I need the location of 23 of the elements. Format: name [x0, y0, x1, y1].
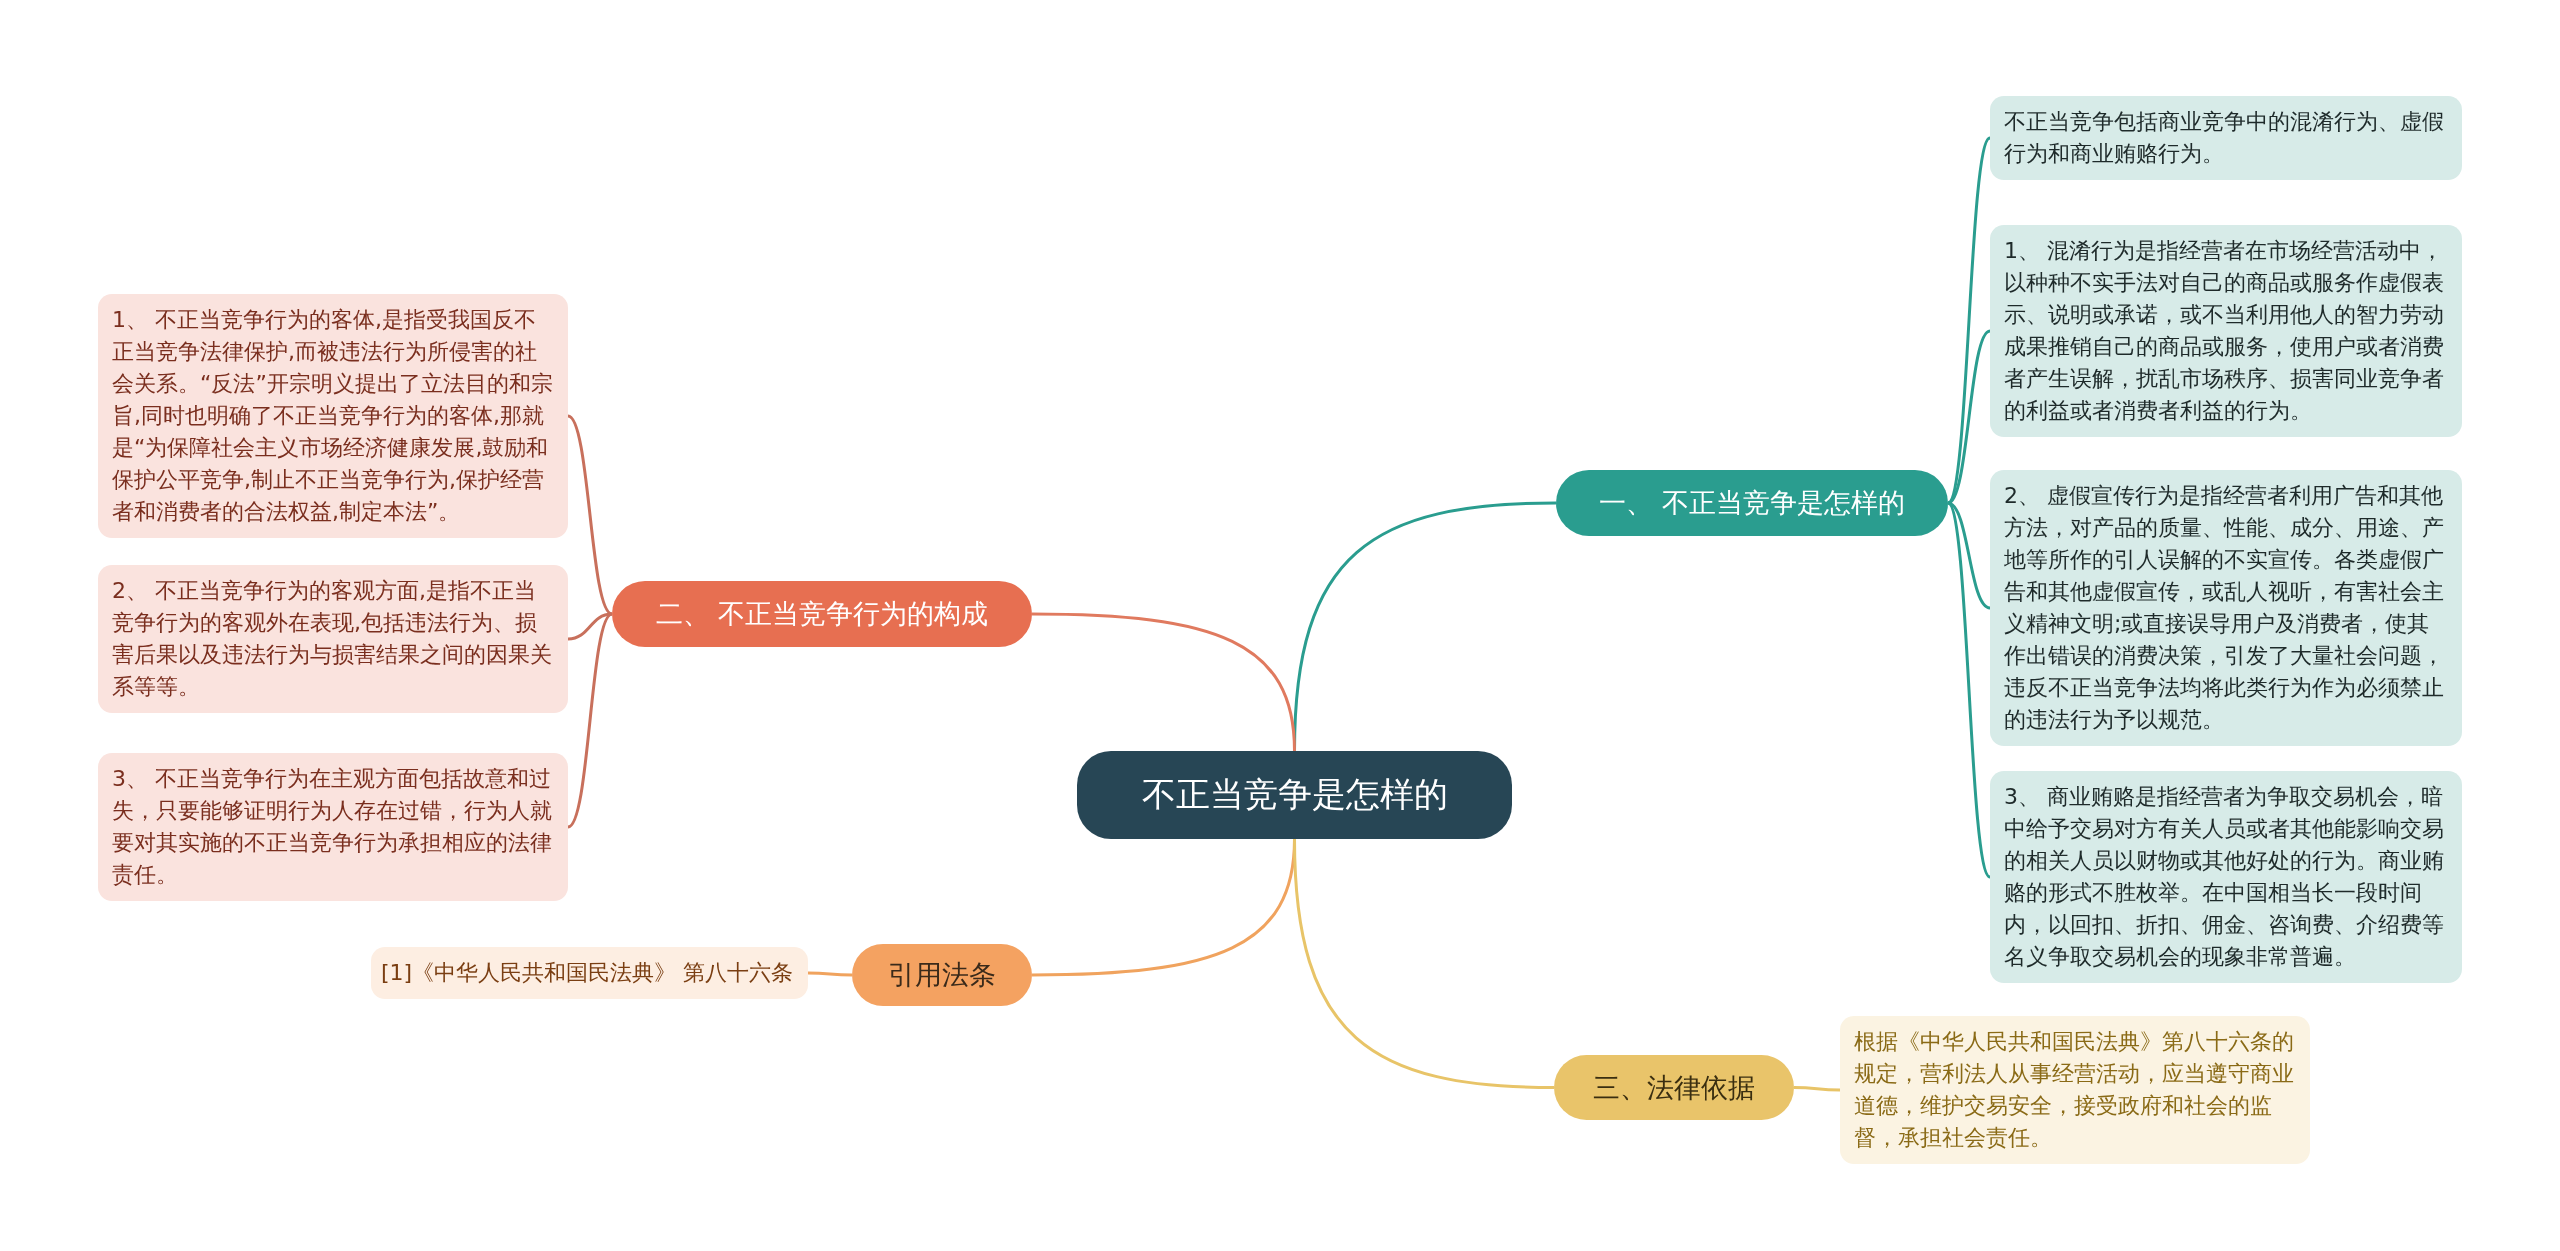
note-box: 3、 商业贿赂是指经营者为争取交易机会，暗中给予交易对方有关人员或者其他能影响交易的相关人员以财物或其他好处的行为。商业贿赂的形式不胜枚举。在中国相当长一段时间内，以回扣、折扣、佣金、咨询费、介绍费等名义争取交易机会的现象非常普遍。	[1990, 771, 2462, 983]
note-box: 3、 不正当竞争行为在主观方面包括故意和过失，只要能够证明行为人存在过错，行为人就要对其实施的不正当竞争行为承担相应的法律责任。	[98, 753, 568, 901]
branch-topic: 一、 不正当竞争是怎样的	[1556, 470, 1948, 536]
connector	[567, 612, 613, 829]
note-box: 1、 不正当竞争行为的客体,是指受我国反不正当竞争法律保护,而被违法行为所侵害的社会关系。“反法”开宗明义提出了立法目的和宗旨,同时也明确了不正当竞争行为的客体,那就是“为保障社会主义市场经济健康发展,鼓励和保护公平竞争,制止不正当竞争行为,保护经营者和消费者的合法权益,制定本法”。	[98, 294, 568, 538]
connector	[1947, 329, 1991, 505]
connector	[567, 414, 613, 616]
note-box: 1、 混淆行为是指经营者在市场经营活动中，以种种不实手法对自己的商品或服务作虚假表示、说明或承诺，或不当利用他人的智力劳动成果推销自己的商品或服务，使用户或者消费者产生误解，扰乱市场秩序、损害同业竞争者的利益或者消费者利益的行为。	[1990, 225, 2462, 437]
note-box: 不正当竞争包括商业竞争中的混淆行为、虚假行为和商业贿赂行为。	[1990, 96, 2462, 180]
note-box: 根据《中华人民共和国民法典》第八十六条的规定，营利法人从事经营活动，应当遵守商业道德，维护交易安全，接受政府和社会的监督，承担社会责任。	[1840, 1016, 2310, 1164]
central-topic: 不正当竞争是怎样的	[1077, 751, 1512, 839]
note-box: [1]《中华人民共和国民法典》 第八十六条	[371, 947, 808, 999]
connector	[1946, 502, 1992, 878]
note-box: 2、 不正当竞争行为的客观方面,是指不正当竞争行为的客观外在表现,包括违法行为、损害后果以及违法行为与损害结果之间的因果关系等等。	[98, 565, 568, 713]
connector	[1031, 612, 1296, 752]
connector	[1946, 137, 1992, 504]
branch-topic: 三、法律依据	[1554, 1055, 1794, 1120]
connector	[1794, 1086, 1840, 1092]
connector	[1293, 838, 1555, 1089]
connector	[808, 971, 852, 977]
branch-topic: 二、 不正当竞争行为的构成	[612, 581, 1032, 647]
branch-topic: 引用法条	[852, 944, 1032, 1006]
note-box: 2、 虚假宣传行为是指经营者利用广告和其他方法，对产品的质量、性能、成分、用途、产地等所作的引人误解的不实宣传。各类虚假广告和其他虚假宣传，或乱人视听，有害社会主义精神文明;或直接误导用户及消费者，使其作出错误的消费决策，引发了大量社会问题，违反不正当竞争法均将此类行为作为必须禁止的违法行为予以规范。	[1990, 470, 2462, 746]
